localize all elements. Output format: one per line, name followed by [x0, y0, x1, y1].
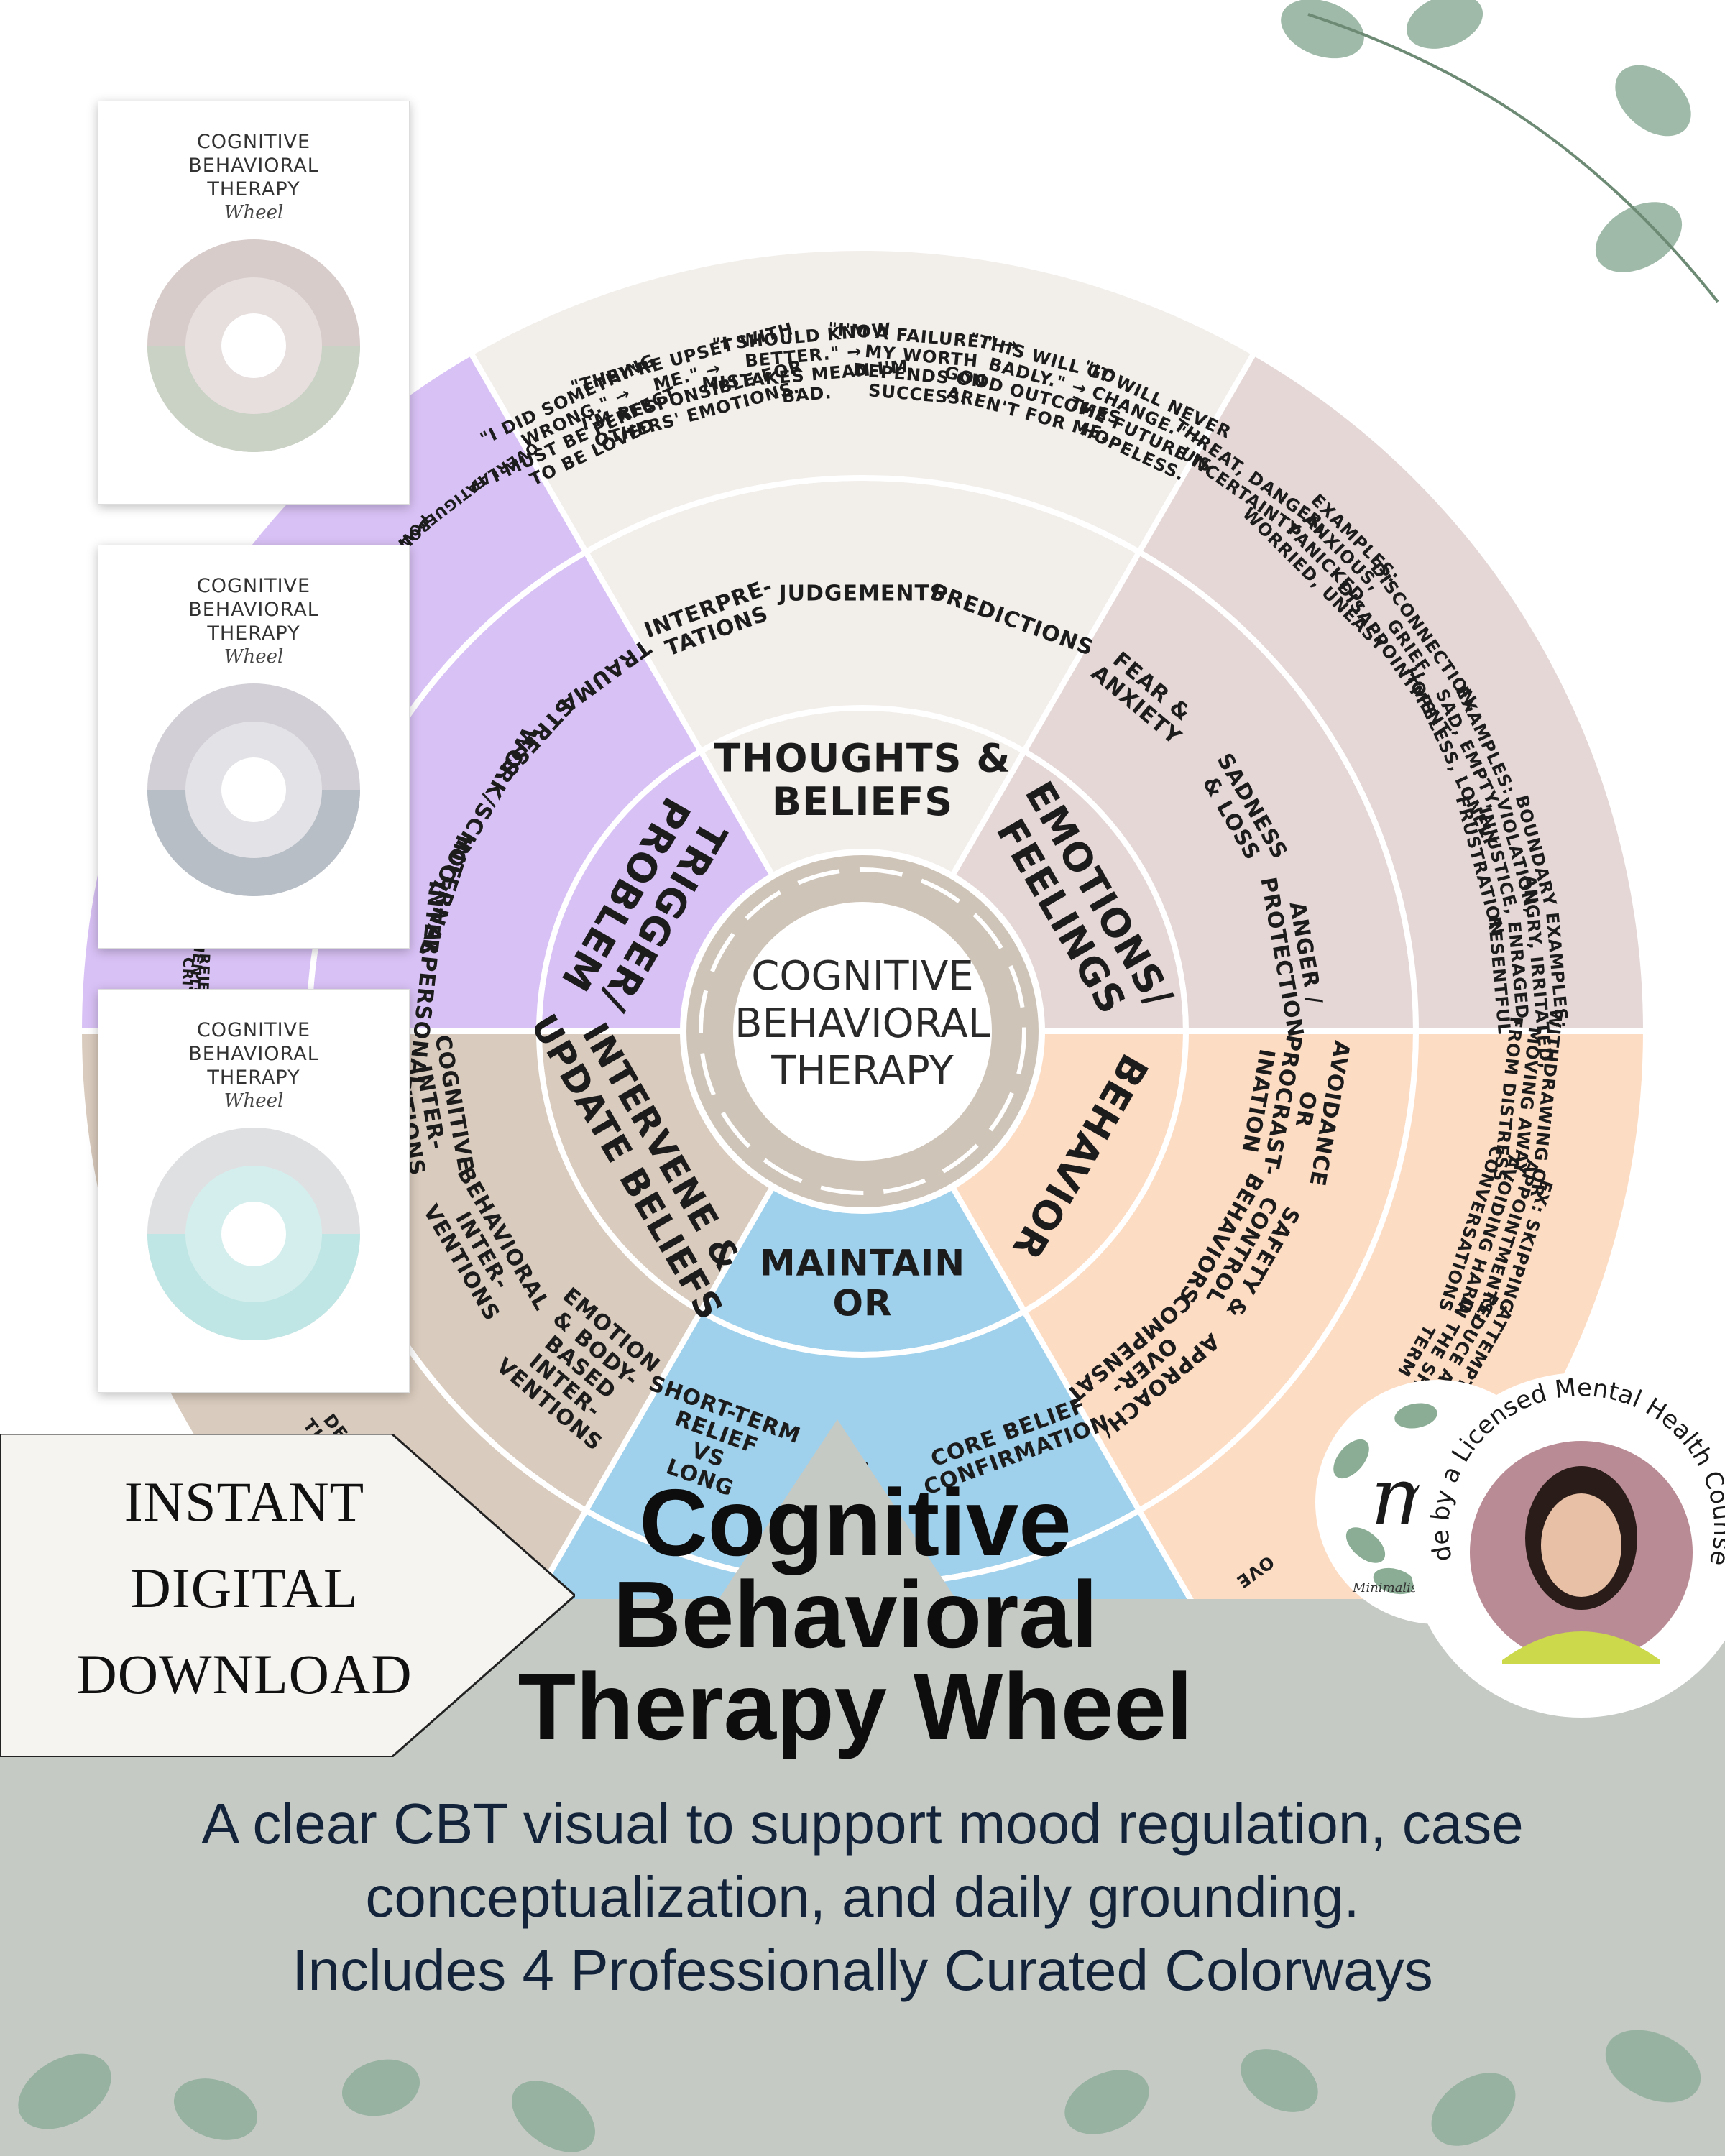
thumbnail-wheel — [147, 1128, 360, 1340]
core-label-thoughts: THOUGHTS &BELIEFS — [714, 736, 1011, 824]
instant-download-badge — [0, 1434, 575, 1757]
counselor-badge: mc Minimalist Counselor Made by a Licens… — [1308, 1351, 1725, 1718]
thumbnail-script: Wheel — [224, 202, 284, 224]
center-circle — [733, 902, 992, 1161]
thumbnail-wheel — [147, 239, 360, 452]
eucalyptus-top-right — [1281, 0, 1719, 303]
thumbnail-title: COGNITIVE BEHAVIORAL THERAPY — [188, 1019, 319, 1089]
subtitle-line: conceptualization, and daily grounding. — [365, 1865, 1360, 1929]
title-line: Therapy Wheel — [518, 1654, 1193, 1759]
portrait-shirt — [1502, 1631, 1660, 1664]
title-line: Behavioral — [612, 1562, 1098, 1667]
thumbnail-script: Wheel — [224, 646, 284, 668]
thoughts-outer-label: "IT WILL NEVERCHANGE." →THE FUTURE ISHOP… — [1055, 356, 1234, 495]
thumbnail-script: Wheel — [224, 1090, 284, 1112]
thumbnail-mauve: COGNITIVE BEHAVIORAL THERAPY Wheel — [98, 101, 410, 505]
thumbnail-title: COGNITIVE BEHAVIORAL THERAPY — [188, 131, 319, 201]
badge-line-instant: INSTANT — [124, 1470, 365, 1533]
subtitle-line: Includes 4 Professionally Curated Colorw… — [292, 1938, 1433, 2002]
thumbnail-teal: COGNITIVE BEHAVIORAL THERAPY Wheel — [98, 989, 410, 1393]
subtitle-line: A clear CBT visual to support mood regul… — [201, 1792, 1524, 1856]
emotions-outer-sector — [1135, 349, 1650, 1034]
thoughts-middle-label: JUDGEMENTS — [777, 581, 946, 607]
thumbnail-wheel — [147, 683, 360, 896]
badge-line-digital: DIGITAL — [130, 1557, 359, 1619]
badge-line-download: DOWNLOAD — [76, 1643, 413, 1705]
eucalyptus-leaves — [18, 2030, 1701, 2152]
portrait-face — [1541, 1493, 1622, 1597]
thumbnail-slate: COGNITIVE BEHAVIORAL THERAPY Wheel — [98, 545, 410, 949]
thoughts-outer-sector — [466, 245, 1259, 556]
thumbnail-title: COGNITIVE BEHAVIORAL THERAPY — [188, 575, 319, 645]
brand-leaves — [1333, 1403, 1438, 1595]
product-title: Cognitive Behavioral Therapy Wheel — [402, 1470, 1308, 1759]
title-line: Cognitive — [639, 1470, 1072, 1575]
cycle-arrows-ring — [699, 867, 1026, 1195]
